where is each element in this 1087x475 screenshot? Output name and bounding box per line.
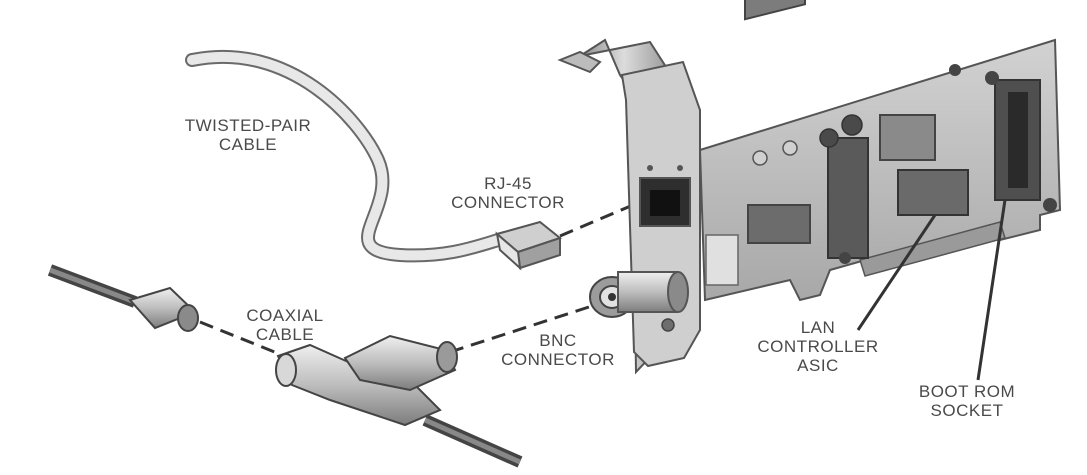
label-coaxial-cable: COAXIAL CABLE bbox=[246, 306, 323, 344]
label-line: RJ-45 bbox=[451, 174, 565, 193]
label-lan-controller-asic: LAN CONTROLLER ASIC bbox=[757, 318, 878, 375]
label-line: CONNECTOR bbox=[451, 193, 565, 212]
twisted-pair-cable bbox=[192, 57, 505, 256]
coaxial-cable-right bbox=[425, 420, 520, 462]
label-line: TWISTED-PAIR bbox=[185, 116, 312, 135]
coaxial-cable-left bbox=[50, 270, 135, 302]
label-line: SOCKET bbox=[919, 401, 1015, 420]
label-line: CONTROLLER bbox=[757, 337, 878, 356]
label-line: BOOT ROM bbox=[919, 382, 1015, 401]
lan-controller-chip bbox=[898, 170, 968, 215]
coax-bnc-plug bbox=[130, 288, 198, 331]
label-twisted-pair-cable: TWISTED-PAIR CABLE bbox=[185, 116, 312, 154]
label-line: LAN bbox=[757, 318, 878, 337]
rj45-dashed-path bbox=[560, 202, 640, 236]
bnc-jack bbox=[590, 272, 688, 317]
label-line: ASIC bbox=[757, 356, 878, 375]
bnc-t-connector bbox=[276, 336, 457, 425]
label-line: CONNECTOR bbox=[501, 350, 615, 369]
label-line: CABLE bbox=[246, 325, 323, 344]
label-line: CABLE bbox=[185, 135, 312, 154]
label-line: BNC bbox=[501, 331, 615, 350]
label-line: COAXIAL bbox=[246, 306, 323, 325]
rj45-plug bbox=[497, 222, 560, 268]
label-rj45-connector: RJ-45 CONNECTOR bbox=[451, 174, 565, 212]
circuit-board bbox=[700, 0, 1060, 300]
label-boot-rom-socket: BOOT ROM SOCKET bbox=[919, 382, 1015, 420]
label-bnc-connector: BNC CONNECTOR bbox=[501, 331, 615, 369]
